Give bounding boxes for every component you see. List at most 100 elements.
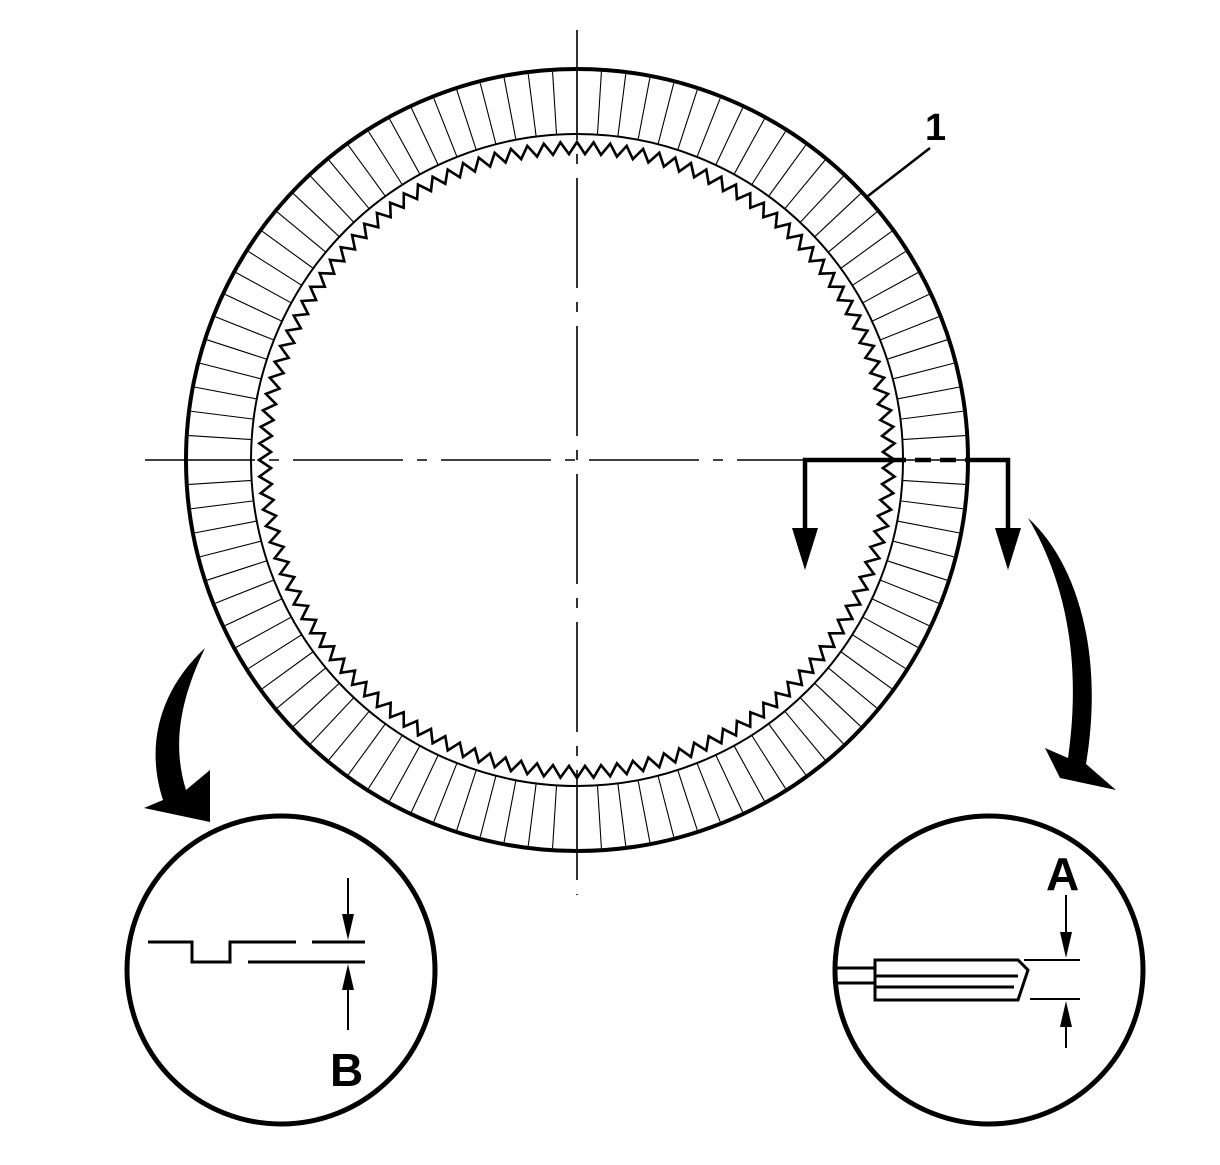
friction-segment-line: [784, 159, 826, 210]
friction-segment-line: [715, 107, 744, 166]
friction-segment-line: [200, 540, 262, 558]
friction-segment-line: [248, 251, 303, 286]
detail-a: A: [832, 813, 1146, 1127]
friction-segment-line: [851, 251, 906, 286]
friction-segment-line: [276, 667, 327, 709]
friction-segment-line: [188, 479, 252, 485]
friction-segment-line: [190, 500, 254, 510]
dimension-label-b: B: [330, 1044, 363, 1096]
friction-segment-line: [224, 598, 283, 627]
friction-segment-line: [733, 745, 765, 802]
friction-segment-line: [194, 520, 257, 534]
friction-segment-line: [190, 410, 254, 420]
callout-leader: [867, 147, 931, 197]
dimension-label-a: A: [1046, 848, 1079, 900]
section-arrow-left: [792, 528, 818, 570]
friction-segment-line: [751, 734, 786, 789]
friction-segment-line: [310, 176, 355, 223]
friction-segment-line: [784, 710, 826, 761]
friction-segment-line: [902, 479, 966, 485]
friction-segment-line: [456, 89, 477, 151]
friction-segment-line: [503, 780, 517, 843]
friction-segment-line: [814, 193, 861, 238]
friction-segment-line: [328, 710, 370, 761]
friction-segment-line: [347, 144, 386, 197]
friction-segment-line: [827, 667, 878, 709]
friction-segment-line: [552, 71, 558, 135]
friction-segment-line: [799, 697, 844, 744]
friction-segment-line: [840, 230, 893, 269]
friction-segment-line: [200, 362, 262, 380]
friction-segment-line: [596, 71, 602, 135]
friction-segments: [188, 71, 966, 849]
friction-segment-line: [206, 560, 268, 581]
friction-segment-line: [677, 769, 698, 831]
friction-segment-line: [814, 682, 861, 727]
friction-segment-line: [188, 435, 252, 441]
friction-segment-line: [310, 697, 355, 744]
friction-segment-line: [902, 435, 966, 441]
section-arrow-right: [995, 528, 1021, 570]
friction-segment-line: [293, 682, 340, 727]
friction-segment-line: [862, 272, 919, 304]
friction-segment-line: [733, 118, 765, 175]
friction-segment-line: [827, 211, 878, 253]
detail-circle-a: [832, 813, 1146, 1127]
friction-segment-line: [215, 579, 275, 604]
friction-segment-line: [617, 783, 627, 847]
friction-segment-line: [892, 540, 954, 558]
friction-segment-line: [657, 83, 675, 145]
friction-segment-line: [696, 98, 721, 158]
friction-segment-line: [886, 339, 948, 360]
friction-segment-line: [194, 386, 257, 400]
dimension-arrow-up: [342, 964, 354, 990]
friction-segment-line: [886, 560, 948, 581]
dimension-arrow-down: [1060, 932, 1072, 958]
friction-segment-line: [715, 754, 744, 813]
detail-circle-b: [124, 813, 438, 1127]
friction-segment-line: [751, 131, 786, 186]
friction-segment-line: [657, 775, 675, 837]
friction-segment-line: [456, 769, 477, 831]
friction-segment-line: [368, 734, 403, 789]
friction-segment-line: [596, 785, 602, 849]
curved-arrow-icon: [144, 648, 210, 822]
friction-segment-line: [892, 362, 954, 380]
friction-segment-line: [433, 98, 458, 158]
inner-spline-teeth: [256, 139, 898, 781]
detail-b: B: [124, 813, 438, 1127]
friction-segment-line: [215, 316, 275, 341]
friction-segment-line: [347, 723, 386, 776]
callout-label: 1: [925, 107, 946, 149]
friction-segment-line: [206, 339, 268, 360]
friction-segment-line: [768, 144, 807, 197]
friction-segment-line: [696, 762, 721, 822]
friction-segment-line: [328, 159, 370, 210]
friction-segment-line: [871, 293, 930, 322]
friction-segment-line: [637, 77, 651, 140]
friction-segment-line: [527, 783, 537, 847]
friction-segment-line: [276, 211, 327, 253]
friction-segment-line: [799, 176, 844, 223]
curved-arrow-icon: [1028, 518, 1116, 790]
friction-segment-line: [862, 616, 919, 648]
dimension-arrow-up: [1060, 1001, 1072, 1027]
friction-segment-line: [389, 745, 421, 802]
friction-segment-line: [552, 785, 558, 849]
friction-segment-line: [410, 107, 439, 166]
friction-segment-line: [897, 520, 960, 534]
friction-segment-line: [261, 651, 314, 690]
friction-segment-line: [433, 762, 458, 822]
friction-segment-line: [248, 634, 303, 669]
friction-segment-line: [900, 410, 964, 420]
section-cut: [802, 457, 1011, 555]
friction-segment-line: [293, 193, 340, 238]
friction-segment-line: [900, 500, 964, 510]
center-lines: [145, 30, 1010, 895]
friction-segment-line: [479, 83, 497, 145]
friction-segment-line: [235, 616, 292, 648]
friction-segment-line: [840, 651, 893, 690]
friction-segment-line: [879, 579, 939, 604]
